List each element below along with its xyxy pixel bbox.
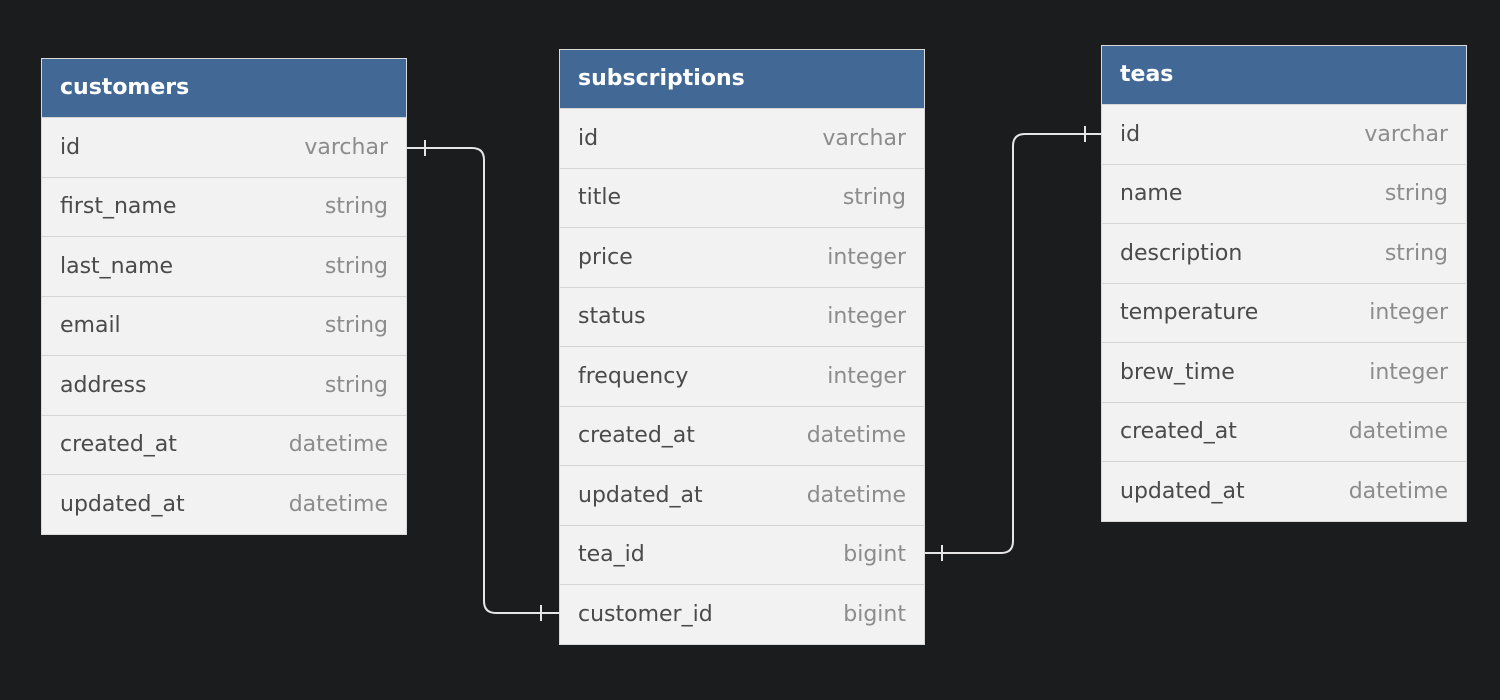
column-name: status [578,304,646,330]
column-name: brew_time [1120,359,1235,385]
column-name: created_at [60,432,177,458]
table-title: subscriptions [560,50,924,108]
column-name: tea_id [578,542,645,568]
column-name: email [60,313,121,339]
column-row[interactable]: frequency integer [560,346,924,406]
column-type: datetime [1348,478,1448,504]
column-row[interactable]: temperature integer [1102,282,1466,343]
column-type: string [324,372,388,398]
column-row[interactable]: customer_id bigint [560,584,924,644]
column-row[interactable]: created_at datetime [560,405,924,466]
column-row[interactable]: last_name string [42,236,406,296]
column-type: integer [1369,300,1448,326]
column-type: string [324,194,388,220]
subscriptions-teas-connector [924,133,1102,554]
column-row[interactable]: status integer [560,286,924,347]
column-name: updated_at [578,482,703,508]
column-name: updated_at [1120,478,1245,504]
column-type: datetime [806,482,906,508]
column-row[interactable]: id varchar [560,108,924,168]
column-type: integer [1369,359,1448,385]
column-row[interactable]: created_at datetime [1102,401,1466,462]
column-row[interactable]: tea_id bigint [560,524,924,585]
column-row[interactable]: description string [1102,223,1466,283]
column-name: updated_at [60,491,185,517]
column-row[interactable]: title string [560,167,924,228]
table-title: customers [42,59,406,117]
column-row[interactable]: first_name string [42,176,406,237]
column-type: varchar [304,134,388,160]
column-name: first_name [60,194,177,220]
column-type: integer [827,363,906,389]
column-row[interactable]: brew_time integer [1102,342,1466,402]
table-teas[interactable]: teas id varchar name string description … [1102,46,1466,521]
table-subscriptions[interactable]: subscriptions id varchar title string pr… [560,50,924,644]
column-row[interactable]: id varchar [1102,104,1466,164]
column-name: customer_id [578,601,713,627]
column-type: datetime [1348,419,1448,445]
column-name: last_name [60,253,174,279]
column-name: description [1120,240,1243,266]
column-type: integer [827,244,906,270]
column-type: datetime [288,432,388,458]
column-type: string [842,185,906,211]
column-name: created_at [578,423,695,449]
column-row[interactable]: name string [1102,163,1466,224]
table-customers[interactable]: customers id varchar first_name string l… [42,59,406,534]
column-type: string [1384,181,1448,207]
column-row[interactable]: updated_at datetime [1102,461,1466,521]
column-type: string [324,313,388,339]
column-row[interactable]: updated_at datetime [42,474,406,534]
column-type: string [324,253,388,279]
column-type: bigint [843,542,906,568]
column-row[interactable]: price integer [560,227,924,287]
column-name: address [60,372,147,398]
column-name: id [60,134,81,160]
column-type: integer [827,304,906,330]
table-title: teas [1102,46,1466,104]
column-name: price [578,244,633,270]
column-name: created_at [1120,419,1237,445]
column-row[interactable]: id varchar [42,117,406,177]
column-type: datetime [806,423,906,449]
column-row[interactable]: address string [42,355,406,415]
column-name: title [578,185,622,211]
column-row[interactable]: email string [42,295,406,356]
column-type: varchar [1364,121,1448,147]
column-name: id [578,125,599,151]
column-name: id [1120,121,1141,147]
column-type: bigint [843,601,906,627]
column-type: datetime [288,491,388,517]
column-row[interactable]: created_at datetime [42,414,406,475]
column-row[interactable]: updated_at datetime [560,465,924,525]
customers-subscriptions-connector [406,147,559,614]
column-type: varchar [822,125,906,151]
column-type: string [1384,240,1448,266]
column-name: temperature [1120,300,1259,326]
column-name: name [1120,181,1183,207]
column-name: frequency [578,363,689,389]
